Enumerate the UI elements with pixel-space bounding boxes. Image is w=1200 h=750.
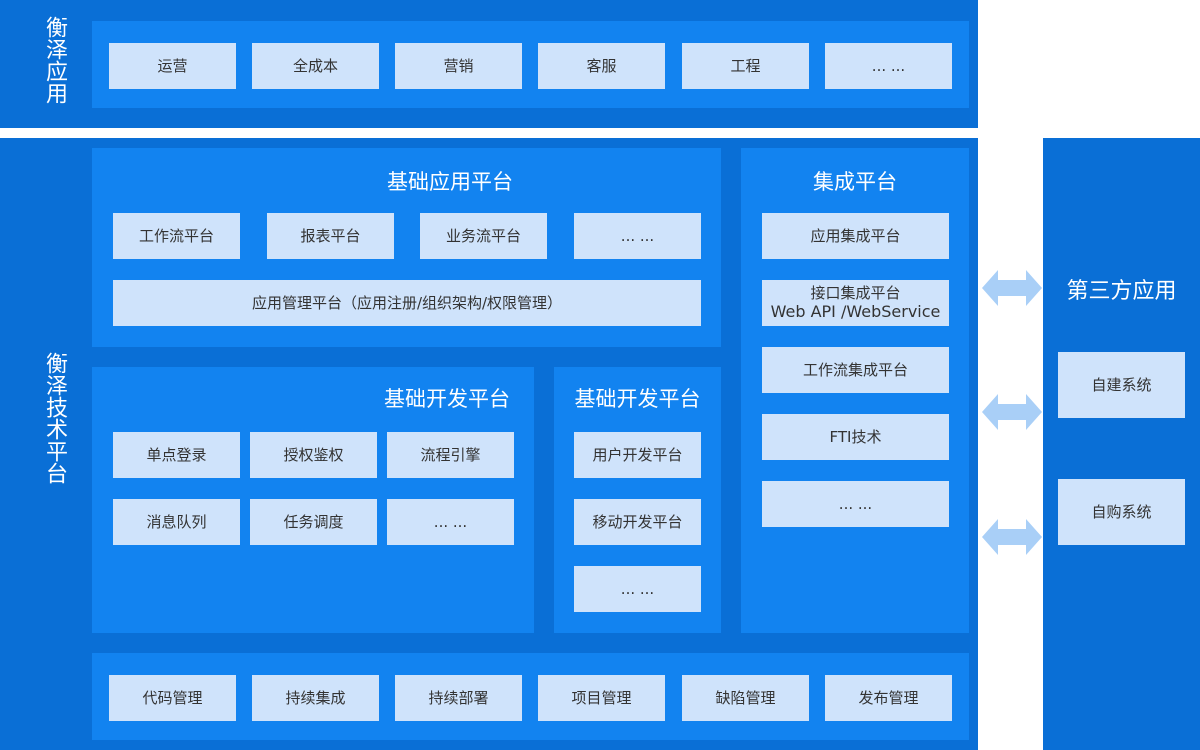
app-box-engineering: 工程 xyxy=(682,43,809,89)
fti-tech-box: FTI技术 xyxy=(762,414,949,460)
double-arrow-icon xyxy=(982,394,1042,430)
continuous-integration-box: 持续集成 xyxy=(252,675,379,721)
workflow-platform-box: 工作流平台 xyxy=(113,213,240,259)
process-engine-box: 流程引擎 xyxy=(387,432,514,478)
defect-management-box: 缺陷管理 xyxy=(682,675,809,721)
code-management-box: 代码管理 xyxy=(109,675,236,721)
base-dev-platform: 基础开发平台 单点登录 授权鉴权 流程引擎 消息队列 任务调度 ... ... xyxy=(92,367,534,633)
app-layer-panel: 运营 全成本 营销 客服 工程 ... ... xyxy=(92,21,969,108)
tech-layer: 衡泽技术平台 基础应用平台 工作流平台 报表平台 业务流平台 ... ... 应… xyxy=(0,138,978,750)
sso-box: 单点登录 xyxy=(113,432,240,478)
app-box-full-cost: 全成本 xyxy=(252,43,379,89)
third-party-layer: 第三方应用 自建系统 自购系统 xyxy=(1043,138,1200,750)
report-platform-box: 报表平台 xyxy=(267,213,394,259)
project-management-box: 项目管理 xyxy=(538,675,665,721)
fti-tech-label: FTI技术 xyxy=(829,427,882,446)
app-box-customer-service: 客服 xyxy=(538,43,665,89)
base-app-more-box: ... ... xyxy=(574,213,701,259)
auth-box: 授权鉴权 xyxy=(250,432,377,478)
mobile-dev-platform-box: 移动开发平台 xyxy=(574,499,701,545)
app-integration-label: 应用集成平台 xyxy=(810,226,901,245)
third-party-title: 第三方应用 xyxy=(1066,279,1177,304)
message-queue-box: 消息队列 xyxy=(113,499,240,545)
app-box-marketing: 营销 xyxy=(395,43,522,89)
app-box-operations: 运营 xyxy=(109,43,236,89)
integration-more-box: ... ... xyxy=(762,481,949,527)
workflow-integration-box: 工作流集成平台 xyxy=(762,347,949,393)
integration-platform-title: 集成平台 xyxy=(813,170,897,194)
workflow-integration-label: 工作流集成平台 xyxy=(802,360,908,379)
interface-integration-label: 接口集成平台 xyxy=(810,283,901,302)
release-management-box: 发布管理 xyxy=(825,675,952,721)
base-dev-platform-2-title: 基础开发平台 xyxy=(574,387,701,411)
app-layer-label: 衡泽应用 xyxy=(42,16,67,104)
tech-layer-label: 衡泽技术平台 xyxy=(42,352,67,484)
base-app-platform-title: 基础应用平台 xyxy=(387,170,513,194)
app-layer: 衡泽应用 运营 全成本 营销 客服 工程 ... ... xyxy=(0,0,978,128)
base-dev-2-more-box: ... ... xyxy=(574,566,701,612)
double-arrow-icon xyxy=(982,270,1042,306)
base-dev-more-box: ... ... xyxy=(387,499,514,545)
base-dev-platform-title: 基础开发平台 xyxy=(384,387,510,411)
double-arrow-icon xyxy=(982,519,1042,555)
interface-integration-box: 接口集成平台 Web API /WebService xyxy=(762,280,949,326)
integration-platform: 集成平台 应用集成平台 接口集成平台 Web API /WebService 工… xyxy=(741,148,969,633)
business-flow-platform-box: 业务流平台 xyxy=(420,213,547,259)
base-dev-platform-2: 基础开发平台 用户开发平台 移动开发平台 ... ... xyxy=(554,367,721,633)
interface-integration-sublabel: Web API /WebService xyxy=(770,302,941,322)
integration-more-label: ... ... xyxy=(838,494,873,513)
self-built-system-box: 自建系统 xyxy=(1058,352,1185,418)
app-integration-box: 应用集成平台 xyxy=(762,213,949,259)
purchased-system-box: 自购系统 xyxy=(1058,479,1185,545)
continuous-deployment-box: 持续部署 xyxy=(395,675,522,721)
task-scheduling-box: 任务调度 xyxy=(250,499,377,545)
devops-panel: 代码管理 持续集成 持续部署 项目管理 缺陷管理 发布管理 xyxy=(92,653,969,740)
user-dev-platform-box: 用户开发平台 xyxy=(574,432,701,478)
app-management-platform-box: 应用管理平台（应用注册/组织架构/权限管理） xyxy=(113,280,701,326)
app-box-more: ... ... xyxy=(825,43,952,89)
base-app-platform: 基础应用平台 工作流平台 报表平台 业务流平台 ... ... 应用管理平台（应… xyxy=(92,148,721,347)
